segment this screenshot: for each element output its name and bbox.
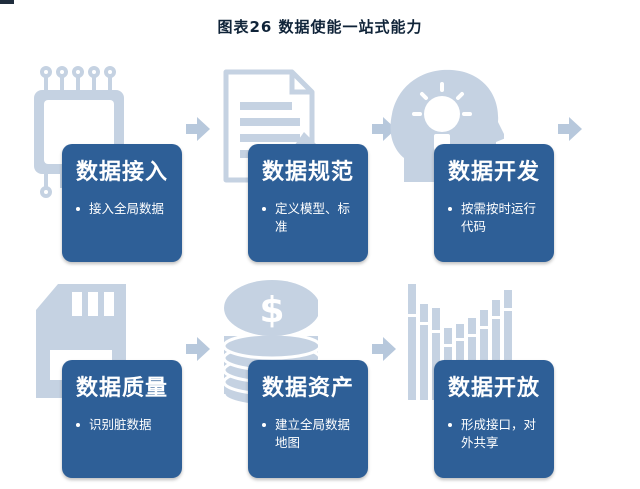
- arrow-right-icon: [558, 117, 582, 141]
- card-data-quality: 数据质量 识别脏数据: [62, 360, 182, 478]
- card-title: 数据规范: [261, 160, 354, 185]
- card-item: 接入全局数据: [76, 200, 176, 218]
- card-item-text: 形成接口，对外共享: [461, 417, 537, 450]
- card-item-text: 按需按时运行代码: [461, 201, 537, 234]
- card-item: 形成接口，对外共享: [448, 416, 548, 452]
- arrow-right-icon: [372, 337, 396, 361]
- card-title: 数据资产: [261, 376, 354, 401]
- capability-cell-standard: 数据规范 定义模型、标准: [188, 62, 368, 262]
- arrow-right-icon: [186, 337, 210, 361]
- card-item: 定义模型、标准: [262, 200, 362, 236]
- bullet-dot: [262, 207, 266, 211]
- capability-cell-open: 数据开放 形成接口，对外共享: [374, 278, 554, 478]
- card-data-open: 数据开放 形成接口，对外共享: [434, 360, 554, 478]
- corner-mark: [0, 0, 14, 4]
- svg-text:$: $: [259, 290, 284, 331]
- bullet-dot: [448, 423, 452, 427]
- capability-cell-access: 数据接入 接入全局数据: [2, 62, 182, 262]
- card-data-develop: 数据开发 按需按时运行代码: [434, 144, 554, 262]
- capability-cell-develop: 数据开发 按需按时运行代码: [374, 62, 554, 262]
- capability-cell-quality: 数据质量 识别脏数据: [2, 278, 182, 478]
- card-item: 识别脏数据: [76, 416, 176, 434]
- arrow-right-icon: [372, 117, 396, 141]
- bullet-dot: [76, 207, 80, 211]
- chip-icon: [34, 66, 124, 198]
- card-item-text: 定义模型、标准: [275, 201, 351, 234]
- card-title: 数据开放: [447, 376, 540, 401]
- figure-title: 图表26 数据使能一站式能力: [217, 18, 423, 36]
- bullet-dot: [76, 423, 80, 427]
- card-item-text: 接入全局数据: [89, 201, 165, 216]
- card-item-text: 识别脏数据: [89, 417, 152, 432]
- card-data-asset: 数据资产 建立全局数据地图: [248, 360, 368, 478]
- card-title: 数据开发: [447, 160, 540, 185]
- card-item: 按需按时运行代码: [448, 200, 548, 236]
- card-title: 数据接入: [75, 160, 168, 185]
- arrow-right-icon: [186, 117, 210, 141]
- bullet-dot: [262, 423, 266, 427]
- capability-cell-asset: $ 数据资产 建立全局数据地图: [188, 278, 368, 478]
- card-item-text: 建立全局数据地图: [275, 417, 351, 450]
- card-data-access: 数据接入 接入全局数据: [62, 144, 182, 262]
- card-item: 建立全局数据地图: [262, 416, 362, 452]
- bullet-dot: [448, 207, 452, 211]
- card-title: 数据质量: [75, 376, 168, 401]
- card-data-standard: 数据规范 定义模型、标准: [248, 144, 368, 262]
